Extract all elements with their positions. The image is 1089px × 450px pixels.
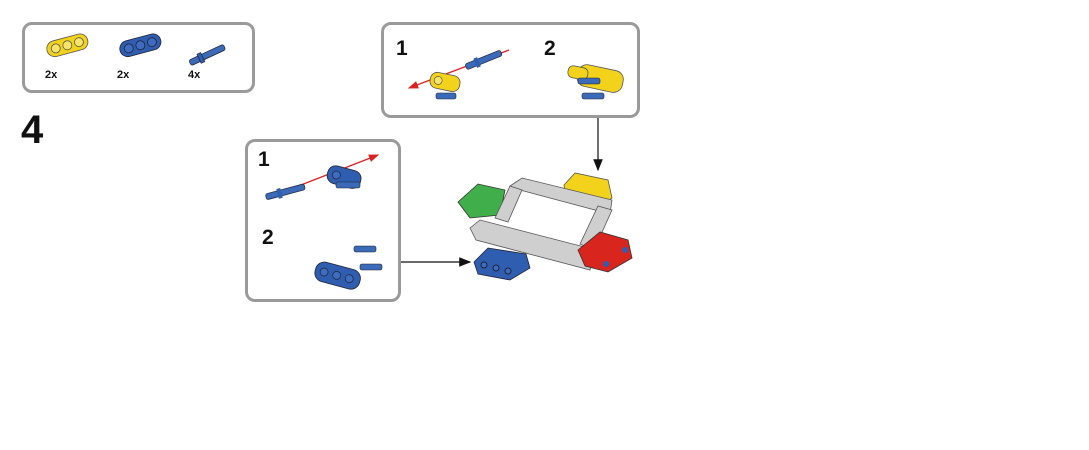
pin-icon xyxy=(435,92,457,100)
substep-label: 1 xyxy=(258,148,270,171)
pin-icon xyxy=(577,77,601,85)
substep-label: 1 xyxy=(396,37,408,60)
pin-icon xyxy=(581,92,605,100)
pin-icon xyxy=(335,181,361,189)
substep-label: 2 xyxy=(262,226,274,249)
substep-box-top: 1 2 xyxy=(381,22,640,118)
yellow-beam-assembled-icon xyxy=(567,64,624,93)
parts-list-box: 2x 2x 4x xyxy=(22,22,255,93)
substep-label: 2 xyxy=(544,37,556,60)
axle-pin-icon xyxy=(189,44,226,66)
blue-beam-icon xyxy=(119,33,162,58)
blue-beam-quantity: 2x xyxy=(117,69,130,81)
blue-beam-assembled-icon xyxy=(314,261,361,290)
pin-icon xyxy=(353,245,377,253)
yellow-beam-icon xyxy=(429,71,461,92)
axle-pin-icon xyxy=(265,183,306,200)
yellow-beam-quantity: 2x xyxy=(45,69,58,81)
yellow-beam-icon xyxy=(46,33,89,58)
pin-icon xyxy=(359,263,383,271)
step-number: 4 xyxy=(21,108,44,152)
substep-box-left: 1 2 xyxy=(245,139,401,302)
substep-left-drawing xyxy=(265,154,383,290)
axle-pin-icon xyxy=(465,50,503,70)
axle-pin-quantity: 4x xyxy=(188,69,201,81)
parts-icons xyxy=(46,33,226,66)
substep-top-drawing xyxy=(407,49,624,100)
